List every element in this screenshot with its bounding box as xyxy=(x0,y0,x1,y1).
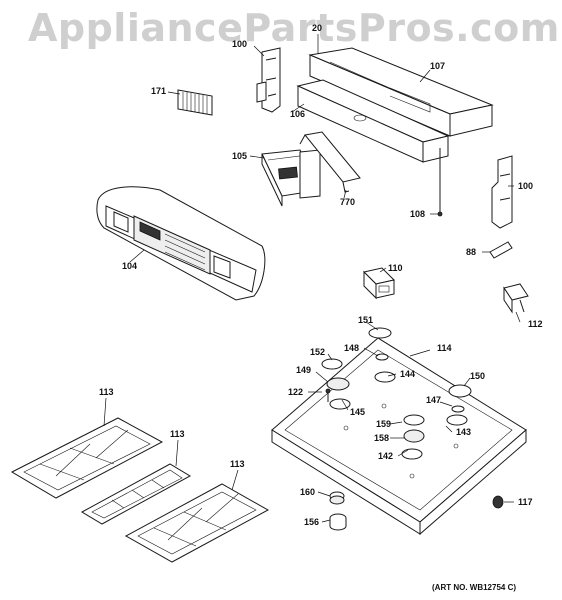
callout-113-right-grate: 113 xyxy=(230,459,245,469)
part-shield-plate xyxy=(299,131,361,193)
callout-156: 156 xyxy=(304,517,320,527)
callout-171: 171 xyxy=(151,86,167,96)
callout-151: 151 xyxy=(358,315,374,325)
part-control-board xyxy=(261,149,321,207)
part-grate-right xyxy=(124,483,270,563)
part-burner-caps xyxy=(321,327,472,443)
callout-147: 147 xyxy=(426,395,442,405)
part-control-panel-trim xyxy=(96,186,266,301)
part-igniter-switch xyxy=(503,283,529,314)
callout-122: 122 xyxy=(288,387,304,397)
callout-150: 150 xyxy=(470,371,486,381)
callout-117: 117 xyxy=(518,497,533,507)
callout-152: 152 xyxy=(310,347,326,357)
part-grate-center xyxy=(80,463,192,525)
callout-100-left-bracket: 100 xyxy=(232,39,248,49)
part-side-bracket-right xyxy=(491,155,513,229)
callout-144: 144 xyxy=(400,369,416,379)
callout-20: 20 xyxy=(312,23,323,33)
callout-149: 149 xyxy=(296,365,312,375)
part-vent-grille xyxy=(177,89,213,116)
part-small-screw xyxy=(325,388,331,402)
callout-88: 88 xyxy=(466,247,477,257)
part-clip xyxy=(489,241,513,259)
part-grate-left xyxy=(10,417,164,499)
part-control-channel xyxy=(296,79,450,163)
callout-107: 107 xyxy=(430,61,446,71)
callout-105: 105 xyxy=(232,151,248,161)
callout-770: 770 xyxy=(340,197,356,207)
callout-113-center-grate: 113 xyxy=(170,429,185,439)
part-knob-parts xyxy=(329,491,347,531)
callout-142: 142 xyxy=(378,451,394,461)
part-grommet xyxy=(492,495,504,509)
callout-145: 145 xyxy=(350,407,366,417)
callout-148: 148 xyxy=(344,343,360,353)
leader-lines xyxy=(103,34,521,523)
callout-106: 106 xyxy=(290,109,306,119)
art-number-note: (ART NO. WB12754 C) xyxy=(432,583,517,592)
callout-112: 112 xyxy=(528,319,543,329)
part-top-panel xyxy=(308,47,494,137)
watermark-text: AppliancePartsPros.com xyxy=(28,6,560,50)
callout-160: 160 xyxy=(300,487,316,497)
callout-113-left-grate: 113 xyxy=(99,387,114,397)
callout-158: 158 xyxy=(374,433,390,443)
callout-114: 114 xyxy=(437,343,452,353)
callout-143: 143 xyxy=(456,427,472,437)
callout-159: 159 xyxy=(376,419,392,429)
callout-100-right-bracket: 100 xyxy=(518,181,534,191)
part-side-bracket-left xyxy=(256,47,281,113)
callout-108: 108 xyxy=(410,209,426,219)
callout-104: 104 xyxy=(122,261,138,271)
callout-110: 110 xyxy=(388,263,403,273)
part-bracket-block xyxy=(363,267,395,300)
